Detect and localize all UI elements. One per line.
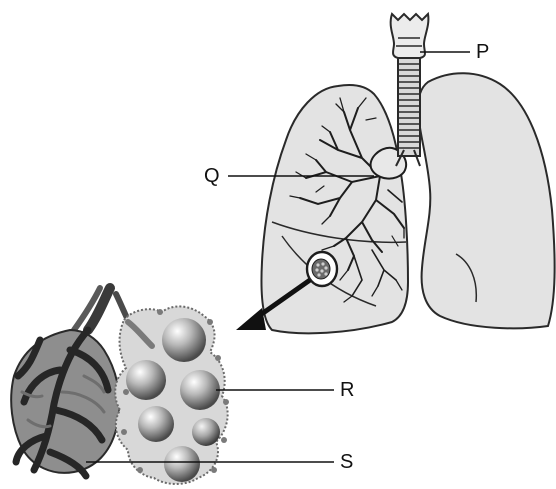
alveoli-highlight: [307, 252, 337, 286]
alveolus: [162, 318, 206, 362]
alveolus: [192, 418, 220, 446]
label-r: R: [340, 380, 354, 400]
alveolus: [180, 370, 220, 410]
alveolus: [126, 360, 166, 400]
label-q: Q: [204, 166, 220, 186]
label-s: S: [340, 452, 353, 472]
label-p: P: [476, 42, 489, 62]
alveolus: [138, 406, 174, 442]
capillary-network: [11, 288, 128, 476]
left-lung: [418, 73, 555, 328]
alveolus: [164, 446, 200, 482]
